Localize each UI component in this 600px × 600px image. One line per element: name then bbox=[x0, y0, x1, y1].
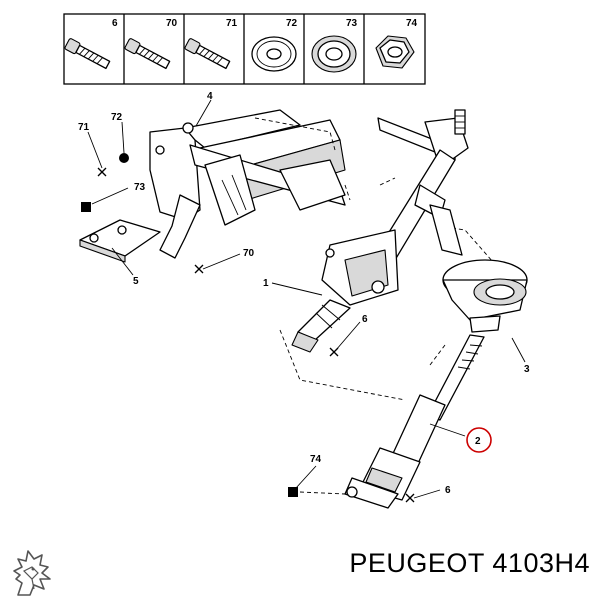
callout-2: 2 bbox=[475, 436, 481, 447]
callout-5: 5 bbox=[133, 276, 139, 287]
leader-lines bbox=[87, 99, 526, 499]
cross-marker-icon bbox=[97, 167, 107, 177]
strip-number-73: 73 bbox=[346, 18, 358, 29]
square-marker-icon bbox=[81, 202, 91, 212]
callouts: 71 72 73 4 5 70 1 6 3 2 74 6 bbox=[78, 91, 530, 496]
callout-73: 73 bbox=[134, 182, 146, 193]
pedal-bracket bbox=[149, 109, 351, 259]
parts-strip: 6 70 71 72 73 74 bbox=[63, 13, 426, 85]
callout-3: 3 bbox=[524, 364, 530, 375]
strip-number-72: 72 bbox=[286, 18, 298, 29]
bolt-icon bbox=[64, 38, 111, 70]
highlight-circle bbox=[466, 427, 492, 453]
strip-number-70: 70 bbox=[166, 18, 178, 29]
spring-washer-icon bbox=[311, 35, 357, 73]
cross-marker-icon bbox=[405, 493, 415, 503]
washer-icon bbox=[251, 36, 297, 72]
part-number-caption: PEUGEOT 4103H4 bbox=[349, 548, 590, 578]
square-marker-icon bbox=[288, 487, 298, 497]
hex-nut-icon bbox=[375, 35, 415, 69]
cross-marker-icon bbox=[194, 264, 204, 274]
strip-number-71: 71 bbox=[226, 18, 238, 29]
callout-1: 1 bbox=[263, 278, 269, 289]
strip-number-74: 74 bbox=[406, 18, 418, 29]
callout-70: 70 bbox=[243, 248, 255, 259]
assembly-outline bbox=[279, 177, 501, 401]
mounting-bracket bbox=[79, 219, 161, 263]
intermediate-shaft bbox=[344, 334, 485, 509]
callout-74: 74 bbox=[310, 454, 322, 465]
peugeot-lion-logo bbox=[13, 550, 51, 596]
callout-6-upper: 6 bbox=[362, 314, 368, 325]
callout-71: 71 bbox=[78, 122, 90, 133]
callout-4: 4 bbox=[207, 91, 213, 102]
callout-72: 72 bbox=[111, 112, 123, 123]
steering-boot bbox=[442, 259, 528, 333]
round-marker-icon bbox=[119, 153, 129, 163]
callout-6-lower: 6 bbox=[445, 485, 451, 496]
bolt-icon bbox=[124, 38, 171, 70]
upper-steering-column bbox=[291, 109, 469, 353]
bolt-icon bbox=[184, 38, 231, 70]
strip-number-6: 6 bbox=[112, 18, 118, 29]
